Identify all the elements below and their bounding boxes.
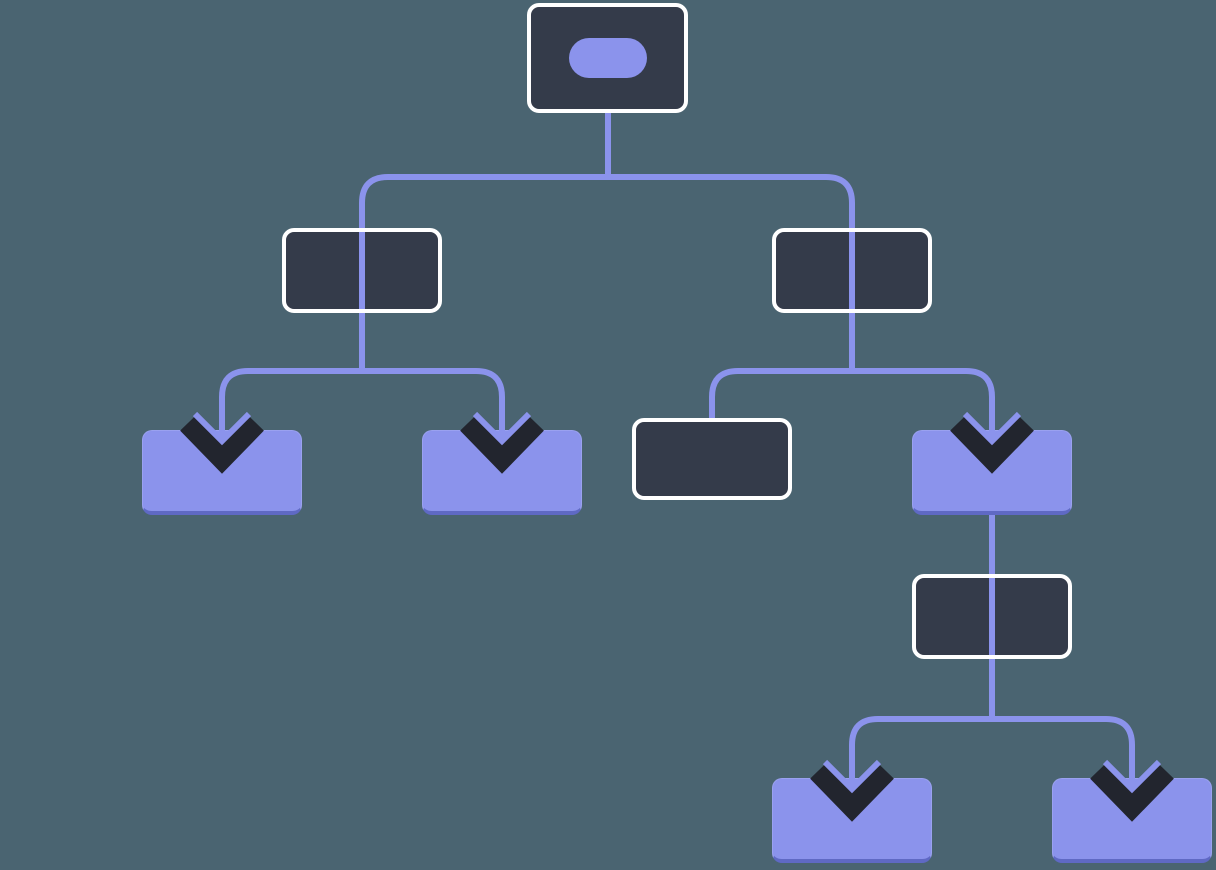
through-line-segment	[989, 578, 995, 655]
level3-leaf-d[interactable]	[912, 430, 1072, 515]
through-line-clip	[776, 232, 928, 309]
level3-dark-node[interactable]	[632, 418, 792, 500]
level3-leaf-a[interactable]	[142, 430, 302, 515]
through-line-segment	[849, 232, 855, 309]
level3-leaf-b[interactable]	[422, 430, 582, 515]
root-pill-shape	[569, 38, 647, 78]
level5-leaf-b[interactable]	[1052, 778, 1212, 863]
level5-leaf-a[interactable]	[772, 778, 932, 863]
through-line-clip	[916, 578, 1068, 655]
through-line-segment	[359, 232, 365, 309]
through-line-clip	[286, 232, 438, 309]
